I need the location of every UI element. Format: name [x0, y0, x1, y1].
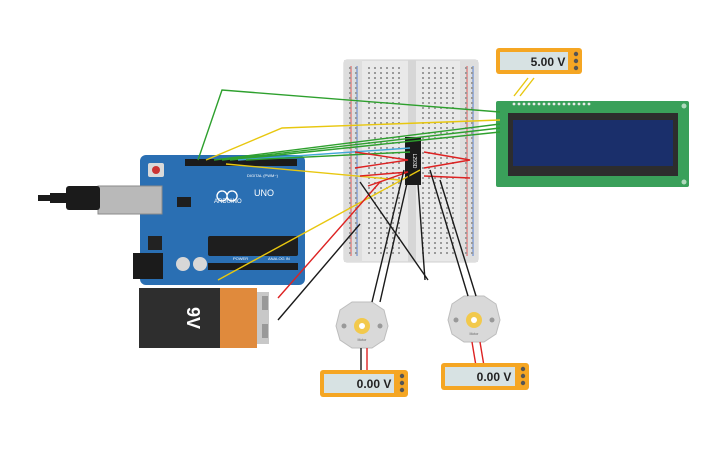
battery-label: 9V	[183, 307, 203, 329]
meter-2-value: 0.00 V	[357, 377, 392, 391]
chip-label: L293D	[411, 154, 417, 169]
meter-1-value: 5.00 V	[531, 55, 566, 69]
lcd-display[interactable]	[496, 101, 689, 187]
arduino-brand-label: ARDUINO	[214, 199, 242, 205]
arduino-analog-label: ANALOG IN	[268, 256, 290, 261]
arduino-model-label: UNO	[254, 188, 274, 198]
usb-cable[interactable]	[38, 186, 100, 210]
dc-motor-2[interactable]: Motor	[447, 295, 501, 343]
breadboard-holes	[349, 67, 473, 254]
wires[interactable]	[197, 77, 535, 372]
arduino-digital-label: DIGITAL (PWM~)	[247, 173, 279, 178]
motor-driver-chip[interactable]: L293D	[405, 137, 421, 185]
meter-3-value: 0.00 V	[477, 370, 512, 384]
arduino-uno[interactable]: ARDUINO UNO DIGITAL (PWM~) POWER ANALOG …	[97, 155, 305, 285]
motor-1-label: Motor	[358, 338, 368, 342]
lcd-pin-header	[512, 102, 591, 106]
dc-motor-1[interactable]: Motor	[335, 301, 389, 349]
motor-2-label: Motor	[470, 332, 480, 336]
battery-9v[interactable]: 9V	[139, 288, 269, 348]
multimeter-motor-2[interactable]: 0.00 V	[441, 363, 529, 390]
arduino-power-label: POWER	[233, 256, 248, 261]
multimeter-lcd[interactable]: 5.00 V	[496, 48, 582, 74]
multimeter-motor-1[interactable]: 0.00 V	[320, 370, 408, 397]
